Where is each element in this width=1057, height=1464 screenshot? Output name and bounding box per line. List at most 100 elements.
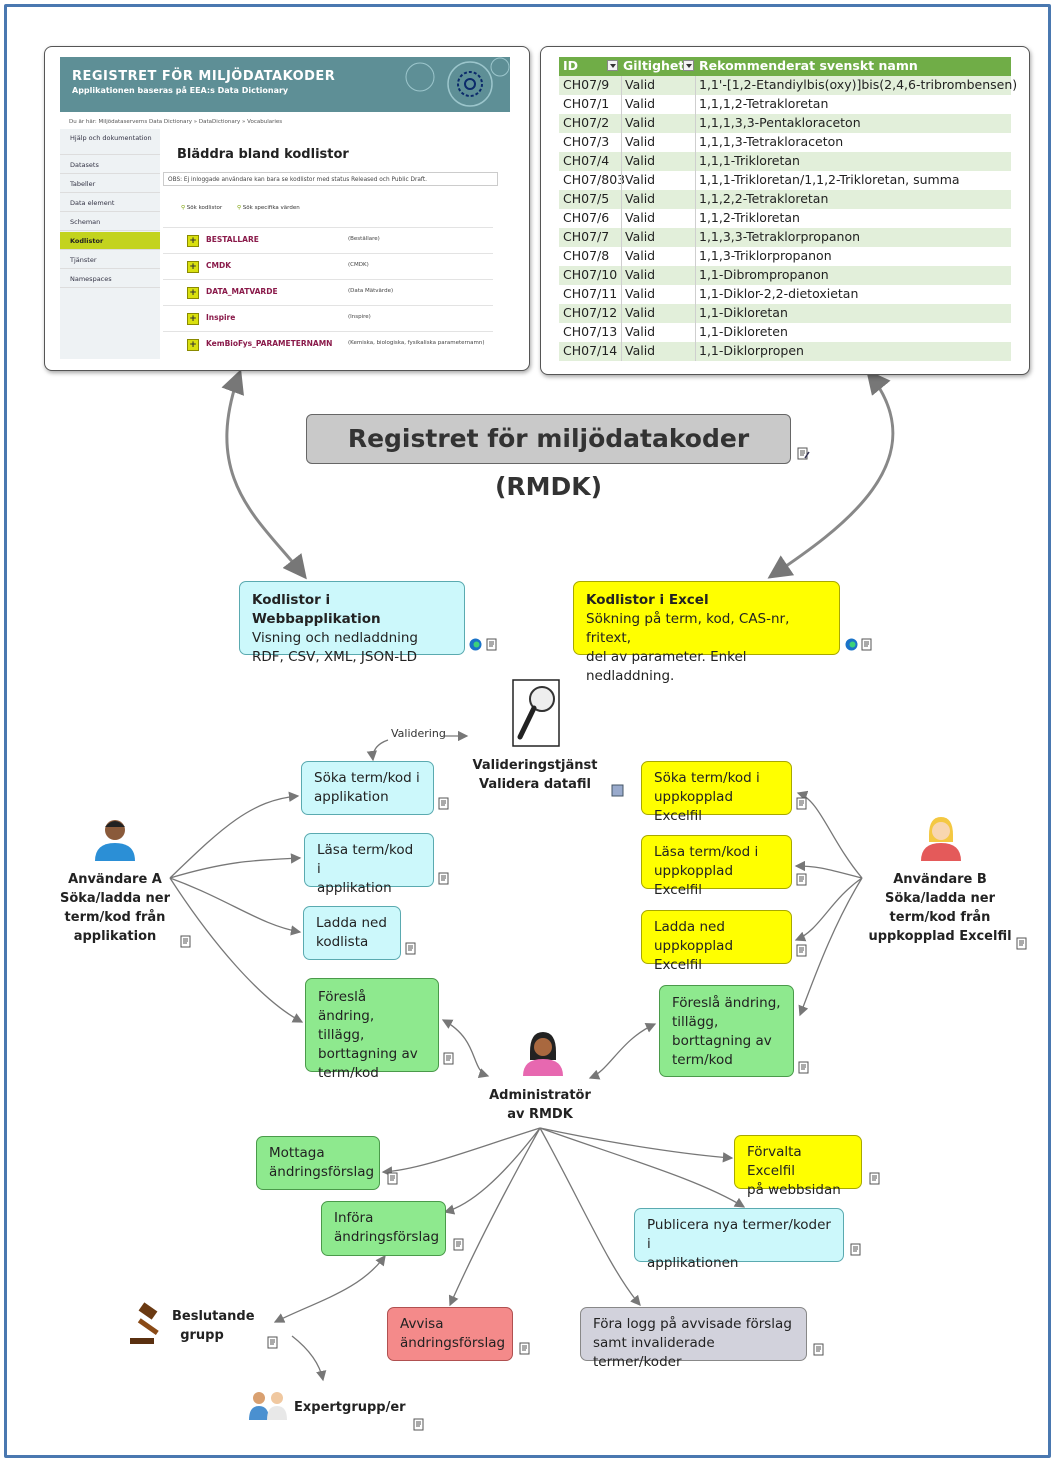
- sidebar-item-tables[interactable]: Tabeller: [60, 175, 160, 193]
- cell-name[interactable]: 1,1-Diklor-2,2-dietoxietan: [699, 286, 859, 301]
- cell-validity[interactable]: Valid: [625, 267, 656, 282]
- cell-validity[interactable]: Valid: [625, 134, 656, 149]
- cell-id[interactable]: CH07/3: [563, 134, 610, 149]
- excel-row[interactable]: CH07/4 Valid 1,1,1-Trikloretan: [559, 152, 1011, 172]
- note-icon[interactable]: [798, 1061, 811, 1074]
- excel-codelist-box[interactable]: Kodlistor i Excel Sökning på term, kod, …: [573, 581, 840, 684]
- cell-id[interactable]: CH07/5: [563, 191, 610, 206]
- cell-name[interactable]: 1,1,1,3,3-Pentakloraceton: [699, 115, 861, 130]
- note-icon[interactable]: [1016, 937, 1029, 950]
- cell-name[interactable]: 1,1-Dikloretan: [699, 305, 788, 320]
- cell-name[interactable]: 1,1,1-Trikloretan: [699, 153, 800, 168]
- cell-id[interactable]: CH07/12: [563, 305, 618, 320]
- excel-row[interactable]: CH07/6 Valid 1,1,2-Trikloretan: [559, 209, 1011, 229]
- codelist-row[interactable]: +KemBioFys_PARAMETERNAMN(Kemiska, biolog…: [163, 331, 493, 358]
- codelist-row[interactable]: +BESTALLARE(Beställare): [163, 227, 493, 254]
- cell-id[interactable]: CH07/1: [563, 96, 610, 111]
- cell-name[interactable]: 1,1-Dikloreten: [699, 324, 788, 339]
- expand-icon[interactable]: +: [187, 261, 199, 273]
- cell-validity[interactable]: Valid: [625, 153, 656, 168]
- web-codelist-box[interactable]: Kodlistor i Webbapplikation Visning och …: [239, 581, 465, 665]
- sidebar-item-namespaces[interactable]: Namespaces: [60, 270, 160, 288]
- expand-icon[interactable]: +: [187, 235, 199, 247]
- note-icon[interactable]: [869, 1172, 882, 1185]
- codelist-row[interactable]: +Inspire(Inspire): [163, 305, 493, 332]
- cell-name[interactable]: 1,1,1,2-Tetrakloretan: [699, 96, 829, 111]
- cell-name[interactable]: 1,1-Dibrompropanon: [699, 267, 829, 282]
- note-icon[interactable]: [796, 797, 809, 810]
- cell-validity[interactable]: Valid: [625, 343, 656, 358]
- browser-icon[interactable]: [469, 638, 482, 651]
- cell-validity[interactable]: Valid: [625, 96, 656, 111]
- sidebar-item-services[interactable]: Tjänster: [60, 251, 160, 269]
- note-icon[interactable]: [387, 1172, 400, 1185]
- cell-name[interactable]: 1,1,3-Triklorpropanon: [699, 248, 832, 263]
- cell-validity[interactable]: Valid: [625, 248, 656, 263]
- expand-icon[interactable]: +: [187, 287, 199, 299]
- codelist-row[interactable]: +CMDK(CMDK): [163, 253, 493, 280]
- cell-validity[interactable]: Valid: [625, 305, 656, 320]
- filter-dropdown-icon[interactable]: [607, 60, 618, 71]
- cell-name[interactable]: 1,1,2-Trikloretan: [699, 210, 800, 225]
- note-icon[interactable]: [180, 935, 193, 948]
- note-icon[interactable]: [797, 447, 810, 460]
- cell-validity[interactable]: Valid: [625, 229, 656, 244]
- cell-validity[interactable]: Valid: [625, 172, 656, 187]
- cell-name[interactable]: 1,1,2,2-Tetrakloretan: [699, 191, 829, 206]
- note-icon[interactable]: [405, 942, 418, 955]
- search-codelists-link[interactable]: ⚲ Sök kodlistor: [181, 205, 223, 211]
- note-icon[interactable]: [796, 944, 809, 957]
- cell-id[interactable]: CH07/6: [563, 210, 610, 225]
- excel-row[interactable]: CH07/14 Valid 1,1-Diklorpropen: [559, 342, 1011, 362]
- excel-row[interactable]: CH07/1 Valid 1,1,1,2-Tetrakloretan: [559, 95, 1011, 115]
- note-icon[interactable]: [438, 797, 451, 810]
- cell-name[interactable]: 1,1-Diklorpropen: [699, 343, 804, 358]
- sidebar-item-help[interactable]: Hjälp och dokumentation: [60, 131, 160, 155]
- cell-id[interactable]: CH07/8: [563, 248, 610, 263]
- sidebar-item-data-elements[interactable]: Data element: [60, 194, 160, 212]
- search-values-link[interactable]: ⚲ Sök specifika värden: [237, 205, 300, 211]
- codelist-row[interactable]: +DATA_MATVARDE(Data Mätvärde): [163, 279, 493, 306]
- note-icon[interactable]: [438, 872, 451, 885]
- cell-id[interactable]: CH07/10: [563, 267, 618, 282]
- expand-icon[interactable]: +: [187, 313, 199, 325]
- cell-validity[interactable]: Valid: [625, 115, 656, 130]
- note-icon[interactable]: [267, 1336, 280, 1349]
- excel-row[interactable]: CH07/13 Valid 1,1-Dikloreten: [559, 323, 1011, 343]
- sidebar-item-codelists[interactable]: Kodlistor: [60, 232, 160, 250]
- excel-row[interactable]: CH07/12 Valid 1,1-Dikloretan: [559, 304, 1011, 324]
- cell-validity[interactable]: Valid: [625, 324, 656, 339]
- note-icon[interactable]: [453, 1238, 466, 1251]
- cell-id[interactable]: CH07/13: [563, 324, 618, 339]
- cell-name[interactable]: 1,1,1-Trikloretan/1,1,2-Trikloretan, sum…: [699, 172, 960, 187]
- cell-id[interactable]: CH07/9: [563, 77, 610, 92]
- cell-id[interactable]: CH07/4: [563, 153, 610, 168]
- sidebar-item-datasets[interactable]: Datasets: [60, 156, 160, 174]
- note-icon[interactable]: [519, 1342, 532, 1355]
- cell-id[interactable]: CH07/14: [563, 343, 618, 358]
- cell-id[interactable]: CH07/803: [563, 172, 626, 187]
- image-icon[interactable]: [611, 784, 624, 797]
- cell-validity[interactable]: Valid: [625, 286, 656, 301]
- cell-id[interactable]: CH07/11: [563, 286, 618, 301]
- note-icon[interactable]: [850, 1243, 863, 1256]
- sidebar-item-schemas[interactable]: Scheman: [60, 213, 160, 231]
- note-icon[interactable]: [796, 873, 809, 886]
- cell-name[interactable]: 1,1'-[1,2-Etandiylbis(oxy)]bis(2,4,6-tri…: [699, 77, 1018, 92]
- cell-validity[interactable]: Valid: [625, 210, 656, 225]
